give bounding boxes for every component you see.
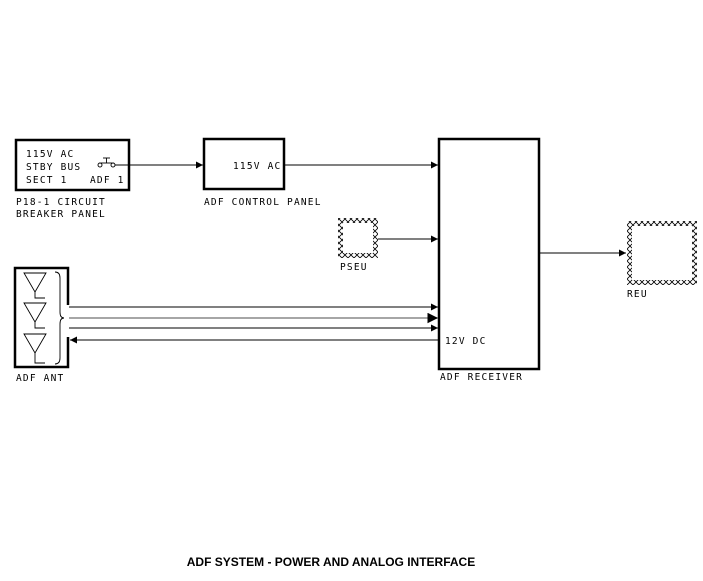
antenna-brace <box>54 271 65 365</box>
cb-line-1: 115V AC <box>26 149 74 160</box>
antenna-caption: ADF ANT <box>16 373 64 384</box>
control-panel-box <box>202 137 286 191</box>
control-panel-caption: ADF CONTROL PANEL <box>204 197 322 208</box>
diagram-title: ADF SYSTEM - POWER AND ANALOG INTERFACE <box>187 555 475 569</box>
cb-breaker-label: ADF 1 <box>90 175 125 186</box>
reu-caption: REU <box>627 289 648 300</box>
antenna-element-icon <box>23 333 47 364</box>
cb-line-3: SECT 1 <box>26 175 68 186</box>
cb-caption-2: BREAKER PANEL <box>16 209 106 220</box>
antenna-element-icon <box>23 272 47 299</box>
adf-receiver: 12V DC ADF RECEIVER <box>437 137 541 383</box>
control-panel-inner-label: 115V AC <box>233 161 281 172</box>
cb-caption-1: P18-1 CIRCUIT <box>16 197 106 208</box>
breaker-switch-icon <box>97 157 116 168</box>
circuit-breaker-panel: 115V AC STBY BUS SECT 1 ADF 1 P18-1 CIRC… <box>14 138 131 220</box>
receiver-box <box>437 137 541 371</box>
adf-antenna: ADF ANT <box>13 266 70 384</box>
cb-line-2: STBY BUS <box>26 162 81 173</box>
pseu: PSEU <box>338 218 378 273</box>
pseu-caption: PSEU <box>340 262 368 273</box>
adf-control-panel: 115V AC ADF CONTROL PANEL <box>202 137 322 208</box>
receiver-caption: ADF RECEIVER <box>440 372 523 383</box>
antenna-element-icon <box>23 302 47 329</box>
reu: REU <box>627 221 697 300</box>
receiver-inner-label: 12V DC <box>445 336 487 347</box>
